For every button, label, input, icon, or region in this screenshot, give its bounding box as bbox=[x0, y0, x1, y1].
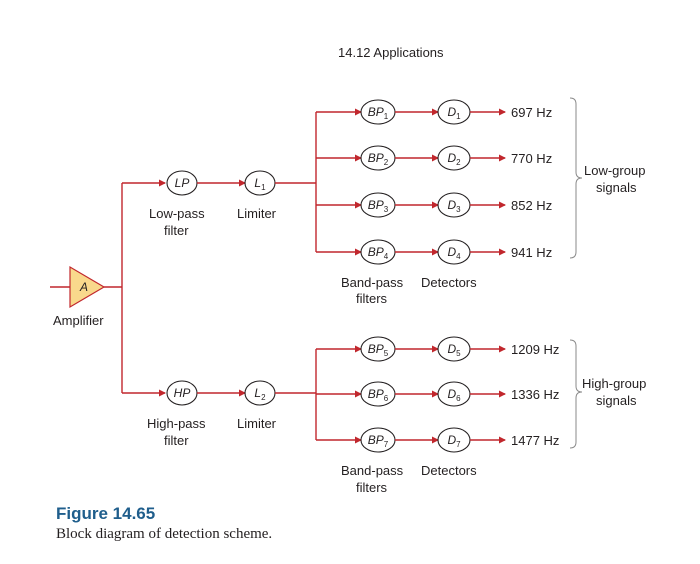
low-bandpass-label-line2: filters bbox=[356, 291, 388, 306]
lowpass-label-line2: filter bbox=[164, 223, 189, 238]
high-bandpass-node-1: BP5 bbox=[360, 336, 396, 362]
low-detector-node-2: D2 bbox=[437, 145, 471, 171]
high-bandpass-node-1-text: BP5 bbox=[368, 342, 389, 358]
amplifier-symbol: A bbox=[79, 280, 88, 294]
high-group-label-line1: High-group bbox=[582, 376, 646, 391]
low-channel-row: BP1 D1 697 Hz bbox=[316, 99, 552, 125]
low-limiter-node: L1 bbox=[244, 170, 276, 196]
high-limiter-node-text: L2 bbox=[254, 386, 266, 402]
low-bandpass-node-1: BP1 bbox=[360, 99, 396, 125]
high-channel-row: BP6 D6 1336 Hz bbox=[316, 381, 559, 407]
high-detector-node-3-text: D7 bbox=[447, 433, 461, 449]
figure-description: Block diagram of detection scheme. bbox=[56, 526, 273, 542]
low-filter-node-text: LP bbox=[175, 176, 190, 190]
figure-title: Figure 14.65 bbox=[56, 504, 156, 523]
low-bandpass-node-1-text: BP1 bbox=[368, 105, 389, 121]
low-bandpass-node-3-text: BP3 bbox=[368, 198, 389, 214]
low-detectors-label: Detectors bbox=[421, 275, 477, 290]
section-header: 14.12 Applications bbox=[338, 45, 444, 60]
high-filter-node: HP bbox=[166, 380, 198, 406]
low-channel-row: BP4 D4 941 Hz bbox=[316, 239, 552, 265]
low-bandpass-node-4: BP4 bbox=[360, 239, 396, 265]
low-limiter-node-text: L1 bbox=[254, 176, 266, 192]
low-detector-node-1-text: D1 bbox=[447, 105, 461, 121]
low-bandpass-node-3: BP3 bbox=[360, 192, 396, 218]
amplifier-label: Amplifier bbox=[53, 313, 104, 328]
high-detector-node-2: D6 bbox=[437, 381, 471, 407]
low-detector-node-2-text: D2 bbox=[447, 151, 461, 167]
high-channel-row: BP5 D5 1209 Hz bbox=[316, 336, 559, 362]
high-bandpass-node-2: BP6 bbox=[360, 381, 396, 407]
low-bandpass-node-2-text: BP2 bbox=[368, 151, 389, 167]
low-detector-node-3: D3 bbox=[437, 192, 471, 218]
high-detectors-label: Detectors bbox=[421, 463, 477, 478]
high-detector-node-3: D7 bbox=[437, 427, 471, 453]
figure-caption: Figure 14.65 Block diagram of detection … bbox=[56, 504, 272, 543]
low-detector-node-3-text: D3 bbox=[447, 198, 461, 214]
high-group-label-line2: signals bbox=[596, 393, 637, 408]
highpass-label-line1: High-pass bbox=[147, 416, 206, 431]
high-filter-node-text: HP bbox=[174, 386, 191, 400]
high-bandpass-node-3-text: BP7 bbox=[368, 433, 389, 449]
high-detector-node-2-text: D6 bbox=[447, 387, 461, 403]
high-limiter-node: L2 bbox=[244, 380, 276, 406]
amplifier-split-wires bbox=[104, 179, 166, 397]
low-group-branch: LP L1 BP1 D1 697 Hz BP2 D2 770 Hz BP3 D3 852 Hz BP4… bbox=[166, 99, 552, 265]
low-group-label-line1: Low-group bbox=[584, 163, 645, 178]
lowpass-label-line1: Low-pass bbox=[149, 206, 205, 221]
low-detector-node-4-text: D4 bbox=[447, 245, 461, 261]
high-bandpass-node-2-text: BP6 bbox=[368, 387, 389, 403]
low-detector-node-4: D4 bbox=[437, 239, 471, 265]
limiter1-label: Limiter bbox=[237, 206, 277, 221]
high-group-branch: HP L2 BP5 D5 1209 Hz BP6 D6 1336 Hz BP7 D7 1477 Hz bbox=[166, 336, 559, 453]
high-group-brace bbox=[569, 339, 583, 449]
high-frequency-label: 1209 Hz bbox=[511, 342, 559, 357]
high-channel-row: BP7 D7 1477 Hz bbox=[316, 427, 559, 453]
high-frequency-label: 1477 Hz bbox=[511, 433, 559, 448]
high-bandpass-node-3: BP7 bbox=[360, 427, 396, 453]
amplifier: A Amplifier bbox=[50, 265, 106, 328]
high-frequency-label: 1336 Hz bbox=[511, 387, 559, 402]
low-channel-row: BP3 D3 852 Hz bbox=[316, 192, 552, 218]
low-channel-row: BP2 D2 770 Hz bbox=[316, 145, 552, 171]
high-detector-node-1: D5 bbox=[437, 336, 471, 362]
low-frequency-label: 852 Hz bbox=[511, 198, 552, 213]
low-frequency-label: 941 Hz bbox=[511, 245, 552, 260]
low-frequency-label: 770 Hz bbox=[511, 151, 552, 166]
high-bandpass-label-line1: Band-pass bbox=[341, 463, 404, 478]
low-bandpass-node-2: BP2 bbox=[360, 145, 396, 171]
low-group-brace bbox=[569, 97, 583, 259]
limiter2-label: Limiter bbox=[237, 416, 277, 431]
high-bandpass-label-line2: filters bbox=[356, 480, 388, 495]
low-filter-node: LP bbox=[166, 170, 198, 196]
high-detector-node-1-text: D5 bbox=[447, 342, 461, 358]
low-bandpass-node-4-text: BP4 bbox=[368, 245, 389, 261]
low-frequency-label: 697 Hz bbox=[511, 105, 552, 120]
low-bandpass-label-line1: Band-pass bbox=[341, 275, 404, 290]
highpass-label-line2: filter bbox=[164, 433, 189, 448]
low-group-label-line2: signals bbox=[596, 180, 637, 195]
low-detector-node-1: D1 bbox=[437, 99, 471, 125]
